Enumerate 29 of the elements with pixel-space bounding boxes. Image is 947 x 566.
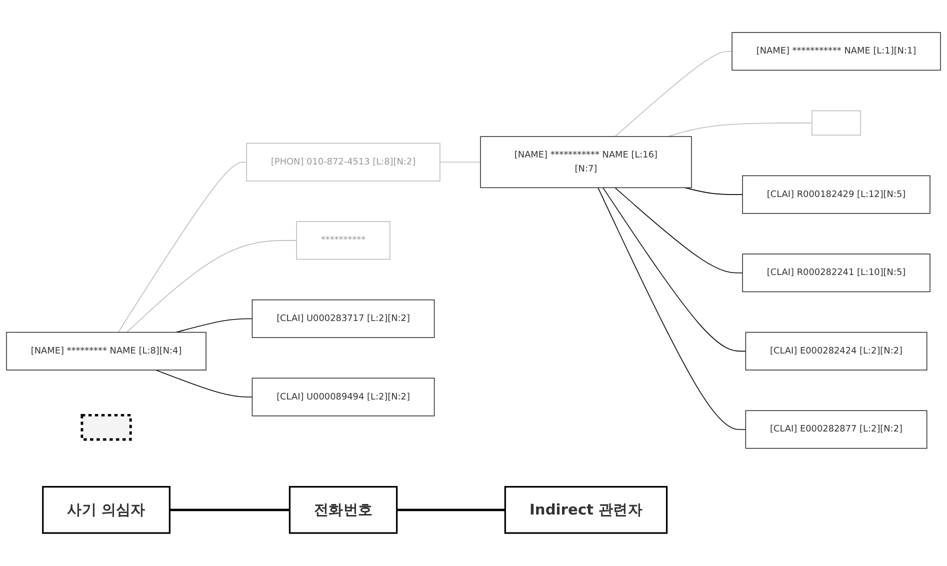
node-box: [CLAI] R000282241 [L:10][N:5] — [742, 254, 930, 292]
connector — [602, 188, 746, 352]
connector — [684, 188, 743, 196]
connector — [614, 188, 743, 274]
node-box — [80, 414, 132, 441]
connector — [668, 122, 812, 138]
connector — [614, 51, 732, 138]
node-box: [CLAI] E000282877 [L:2][N:2] — [745, 410, 928, 449]
connector — [440, 162, 481, 163]
connector — [126, 240, 298, 333]
node-box — [812, 110, 861, 136]
connector — [155, 370, 253, 398]
node-box: [NAME] *********** NAME [L:1][N:1] — [732, 32, 941, 71]
node-box: 사기 의심자 — [42, 486, 170, 534]
connector — [118, 162, 248, 333]
node-box: [PHON] 010-872-4513 [L:8][N:2] — [246, 143, 440, 182]
node-box: [NAME] *********** NAME [L:16][N:7] — [480, 136, 692, 188]
node-box: [CLAI] U000089494 [L:2][N:2] — [252, 378, 435, 417]
connector — [176, 318, 253, 333]
node-box: [CLAI] U000283717 [L:2][N:2] — [252, 300, 435, 338]
node-box: 전화번호 — [288, 486, 398, 534]
node-box: ********** — [296, 221, 390, 260]
node-box: [CLAI] R000182429 [L:12][N:5] — [742, 176, 930, 214]
connector — [598, 188, 746, 430]
node-box: [NAME] ********* NAME [L:8][N:4] — [6, 332, 206, 371]
connector — [396, 508, 506, 512]
node-box: Indirect 관련자 — [504, 486, 668, 534]
connector — [170, 508, 290, 512]
node-box: [CLAI] E000282424 [L:2][N:2] — [745, 332, 928, 371]
